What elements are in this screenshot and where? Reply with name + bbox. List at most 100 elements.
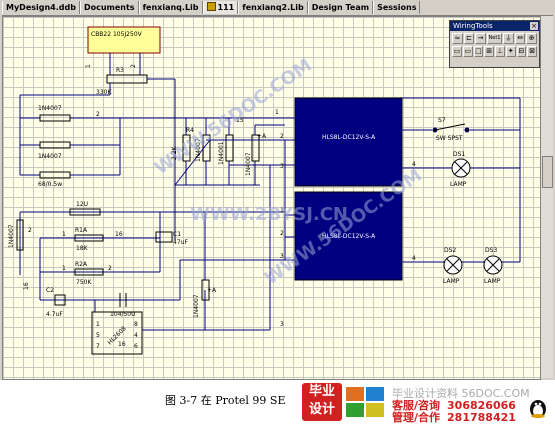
- wiring-tools-palette[interactable]: WiringTools × ≈ ⊏ → Net1 ⏚ ⏛ ⊕ ▭ ▭ □ ⊞ ⊥ …: [449, 20, 540, 68]
- watermark-2: WWW.2BYSJ.CN: [190, 204, 348, 225]
- place-bus-button[interactable]: ⊏: [463, 33, 475, 44]
- wiring-tools-row-1: ≈ ⊏ → Net1 ⏚ ⏛ ⊕: [450, 31, 539, 44]
- label-n2b: 2: [108, 265, 112, 272]
- footer-manage: 管理/合作 281788421: [392, 409, 516, 425]
- wiring-tools-title[interactable]: WiringTools ×: [450, 21, 539, 31]
- place-sheet-button[interactable]: ▭: [452, 46, 462, 57]
- label-c2: C2: [46, 287, 54, 294]
- tab-documents[interactable]: Documents: [79, 1, 139, 14]
- label-r3: R3: [116, 67, 124, 74]
- footer-logo-line1: 毕业: [308, 384, 335, 399]
- ic-pin4: 4: [134, 332, 138, 339]
- resistor-12u[interactable]: [69, 208, 101, 216]
- label-104: 104/50U: [110, 311, 136, 318]
- label-relay-pin2: 2: [280, 133, 284, 140]
- place-probe-button[interactable]: ⊠: [527, 46, 537, 57]
- place-power-button[interactable]: ⏛: [514, 33, 526, 44]
- capacitor-c2[interactable]: [54, 294, 66, 306]
- label-n1: 1: [62, 265, 66, 272]
- label-relay2-pin2: 2: [280, 230, 284, 237]
- label-z1: 1N4007: [195, 138, 202, 162]
- label-n1b: 1: [62, 231, 66, 238]
- wiring-tools-row-2: ▭ ▭ □ ⊞ ⊥ ✦ ⊟ ⊠: [450, 44, 539, 57]
- label-pin3: 3: [280, 321, 284, 328]
- ic-pin6: 6: [134, 343, 138, 350]
- place-bus-entry-button[interactable]: →: [475, 33, 486, 44]
- resistor-r2a[interactable]: [74, 268, 104, 276]
- place-sheet-entry-button[interactable]: ▭: [462, 46, 473, 57]
- diode-1n4007-left[interactable]: [16, 219, 24, 251]
- footer-logo: 毕业设计: [302, 383, 342, 421]
- ic-hl2608[interactable]: [91, 311, 143, 355]
- place-net-label-button[interactable]: Net1: [486, 33, 503, 44]
- place-no-erc-button[interactable]: ⊥: [495, 46, 505, 57]
- place-port-button[interactable]: □: [473, 46, 484, 57]
- label-16b: 16: [115, 231, 123, 238]
- label-relay2-pin1: 1: [280, 207, 284, 214]
- label-ds3: DS3: [485, 247, 497, 254]
- label-d-bottom: 1N4007: [193, 294, 200, 318]
- label-ds2: DS2: [444, 247, 456, 254]
- tab-fenxianq-lib[interactable]: fenxianq.Lib: [138, 1, 203, 14]
- label-r1a: R1A: [75, 227, 88, 234]
- relay-1[interactable]: [294, 97, 403, 187]
- ic-pin7: 7: [96, 343, 100, 350]
- tab-111[interactable]: 111: [202, 1, 239, 14]
- tab-111-label: 111: [217, 3, 235, 12]
- place-ground-button[interactable]: ⏚: [503, 33, 514, 44]
- label-r68: 68/0.5w: [38, 181, 62, 188]
- vertical-scrollbar[interactable]: [540, 16, 553, 378]
- label-relay-pin3: 3: [280, 163, 284, 170]
- label-n2: 2: [28, 227, 32, 234]
- label-16c: 16: [118, 341, 126, 348]
- label-12u: 12U: [76, 201, 88, 208]
- label-relay2-pin3: 3: [280, 253, 284, 260]
- label-c2-val: 4.7uF: [46, 311, 63, 318]
- document-icon: [206, 2, 216, 11]
- switch-sw-spst[interactable]: [434, 123, 466, 131]
- label-relay2-pin4: 4: [412, 255, 416, 262]
- tab-sessions[interactable]: Sessions: [373, 1, 421, 14]
- place-junction-button[interactable]: ⊞: [484, 46, 494, 57]
- r3-resistor[interactable]: [106, 74, 148, 84]
- label-r4: R4: [186, 127, 194, 134]
- label-plus-a: +A: [257, 133, 267, 140]
- capacitor-c1[interactable]: [155, 231, 173, 243]
- scroll-thumb[interactable]: [542, 156, 553, 188]
- label-16a: 16: [23, 282, 30, 290]
- footer-logo-line2: 设计: [308, 402, 335, 417]
- diode-1n4007-a[interactable]: [39, 114, 71, 122]
- label-z3: 1N4007: [245, 152, 252, 176]
- label-c1: C1: [173, 231, 181, 238]
- cap-cbb22-body[interactable]: [87, 26, 161, 54]
- label-pin2: 2: [96, 111, 100, 118]
- resistor-r1a[interactable]: [74, 234, 104, 242]
- place-directive-button[interactable]: ⊟: [516, 46, 527, 57]
- close-icon[interactable]: ×: [530, 22, 538, 30]
- footer-manage-num: 281788421: [447, 411, 516, 424]
- place-pcb-layout-button[interactable]: ✦: [505, 46, 516, 57]
- place-part-button[interactable]: ⊕: [526, 33, 538, 44]
- zener-2[interactable]: [225, 134, 234, 162]
- label-r2a-val: 750K: [76, 279, 92, 286]
- tab-mydesign4[interactable]: MyDesign4.ddb: [2, 1, 80, 14]
- wiring-tools-title-text: WiringTools: [453, 22, 493, 30]
- protel-window: MyDesign4.ddb Documents fenxianq.Lib 111…: [0, 0, 555, 380]
- resistor-68[interactable]: [39, 171, 71, 179]
- place-wire-button[interactable]: ≈: [452, 33, 463, 44]
- figure-caption: 图 3-7 在 Protel 99 SE: [165, 394, 286, 407]
- label-relay-pin1: 1: [275, 109, 279, 116]
- label-cap-top: CBB22 105J250V: [91, 31, 143, 38]
- footer-service: 客服/咨询 306826066: [392, 397, 516, 413]
- tab-design-team[interactable]: Design Team: [307, 1, 374, 14]
- labels: CBB22 105J250V R3 330K 1N4007 1N4007 68/…: [8, 31, 501, 350]
- schematic-drawing: CBB22 105J250V R3 330K 1N4007 1N4007 68/…: [8, 26, 521, 355]
- relay-2[interactable]: [294, 191, 403, 281]
- tab-fenxianq2-lib[interactable]: fenxianq2.Lib: [238, 1, 308, 14]
- wires: [16, 26, 521, 355]
- label-c1-val: 47uF: [173, 239, 188, 246]
- document-tab-bar: MyDesign4.ddb Documents fenxianq.Lib 111…: [2, 1, 553, 16]
- label-ds3-lamp: LAMP: [484, 278, 501, 285]
- label-d-left: 1N4007: [8, 224, 15, 248]
- diode-1n4007-b[interactable]: [39, 141, 71, 149]
